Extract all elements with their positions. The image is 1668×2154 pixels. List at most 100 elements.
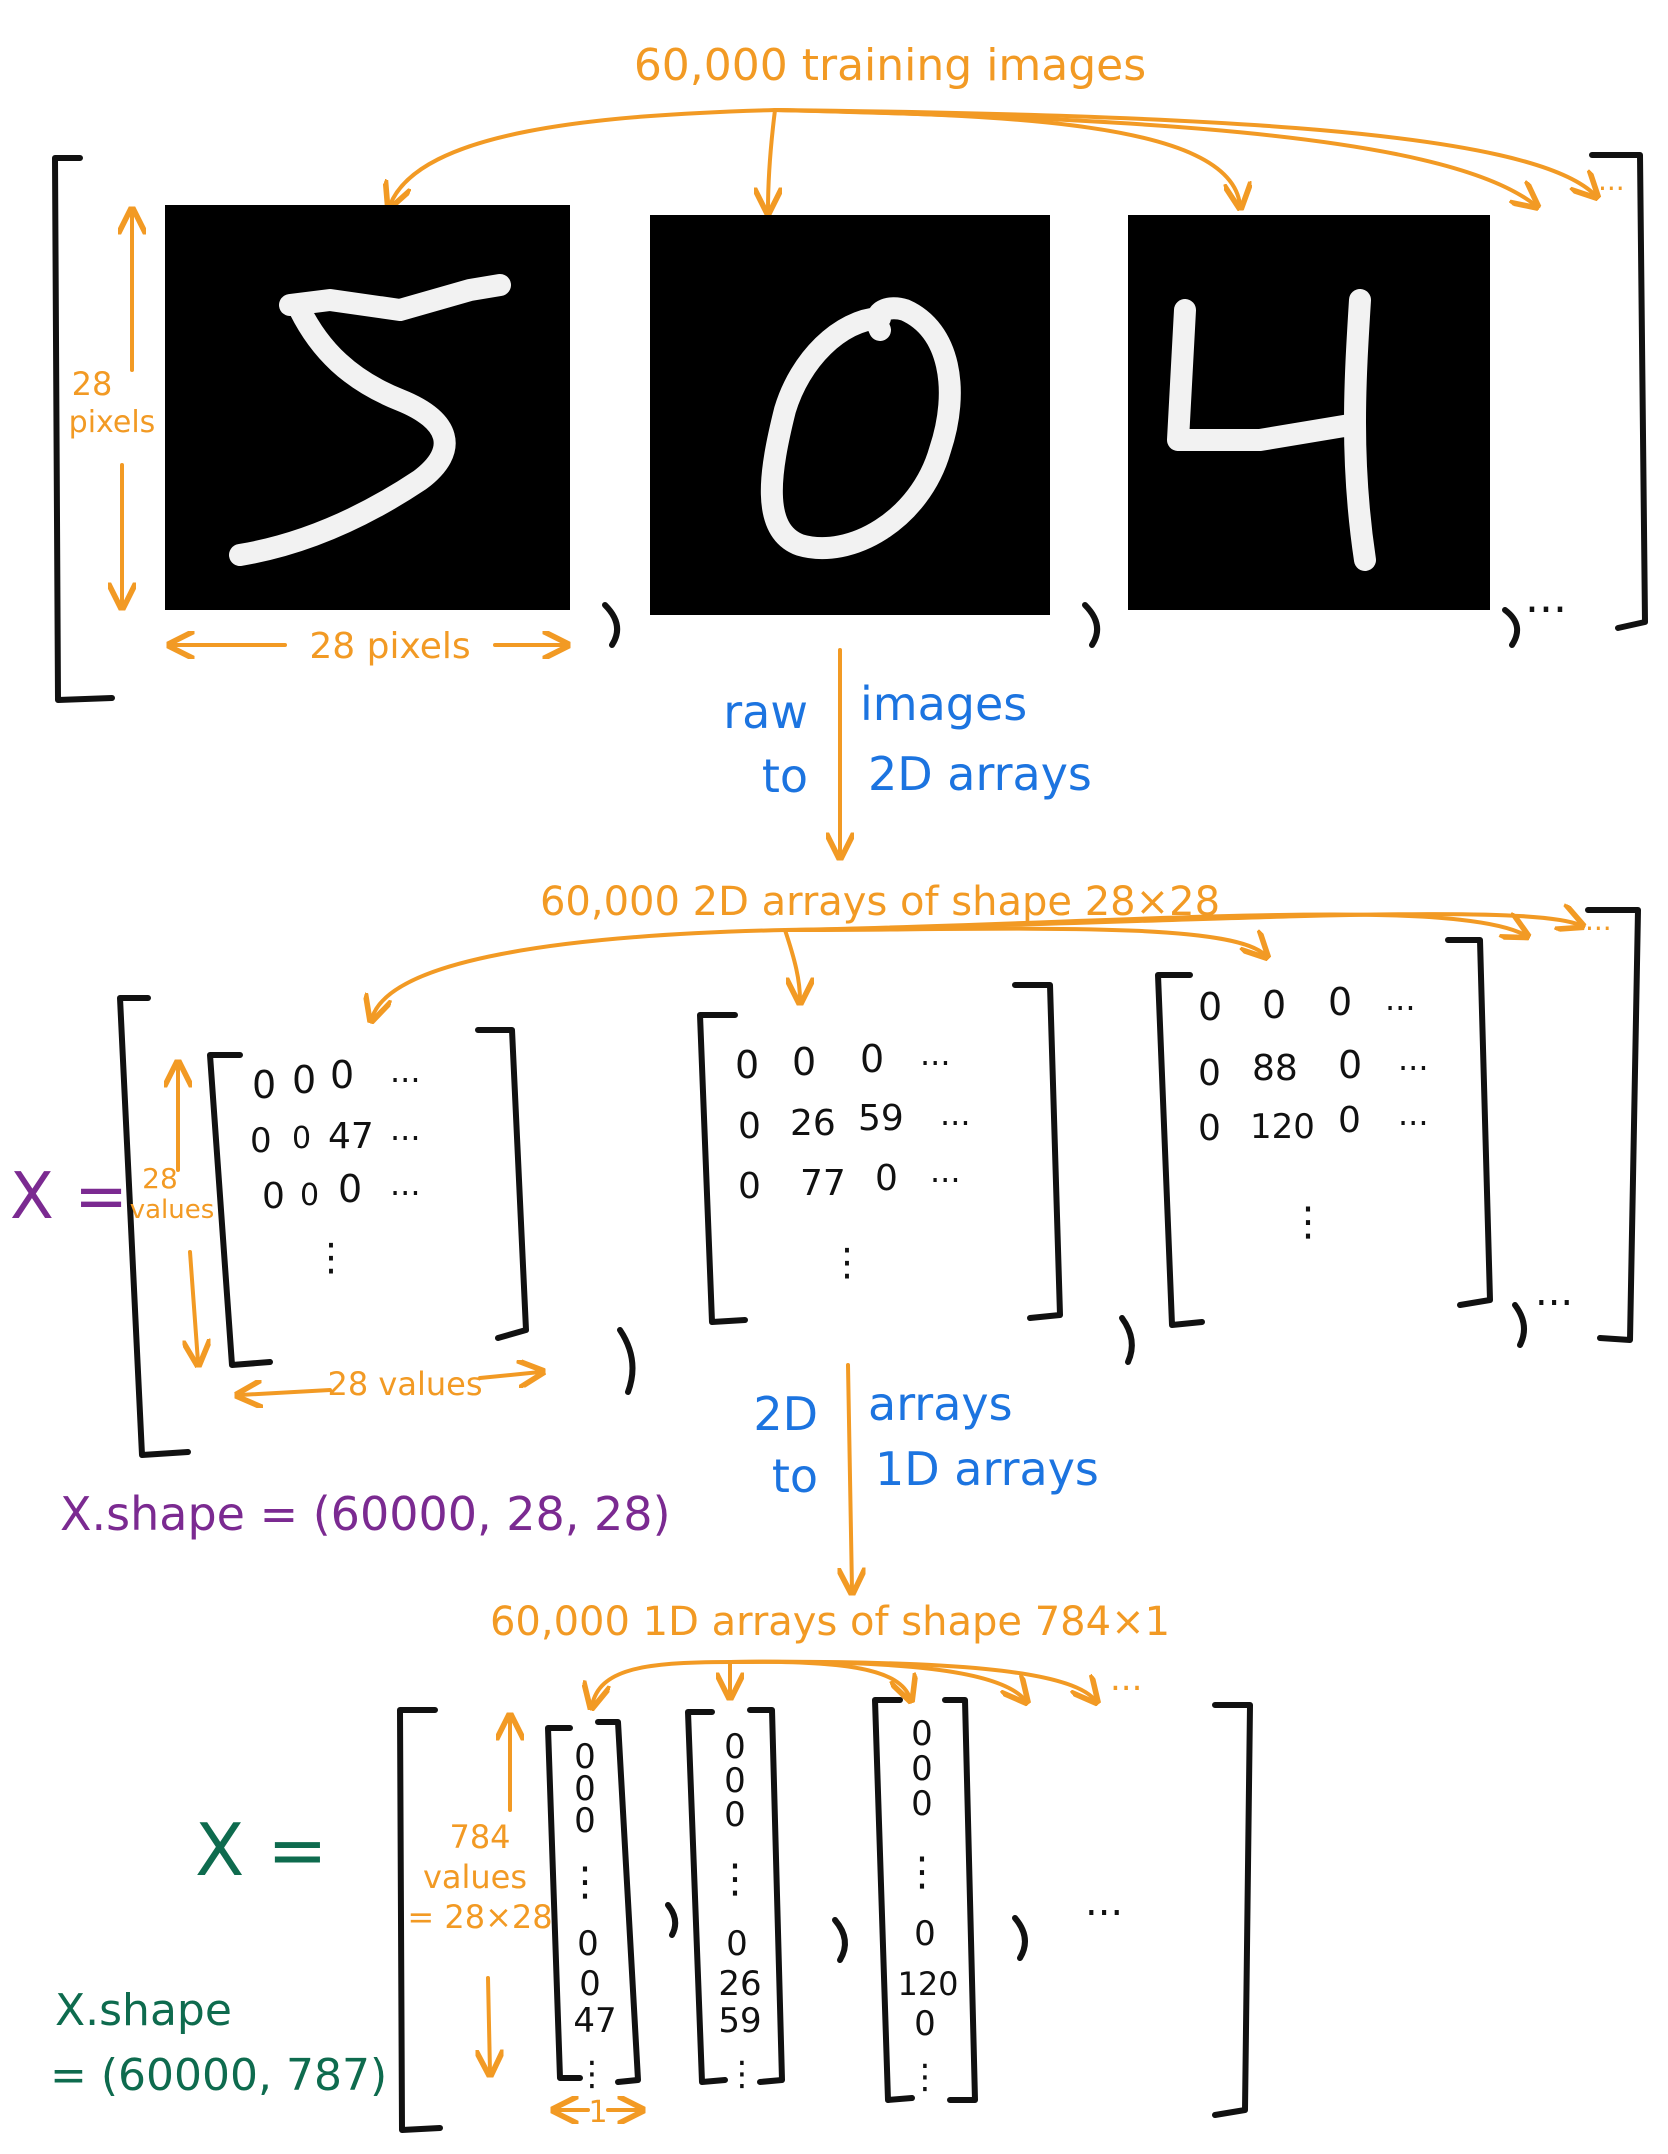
matrix1-r1c2: 47 bbox=[328, 1116, 374, 1157]
matrix2-r0c1: 0 bbox=[792, 1040, 816, 1084]
section2-height-label-2: values bbox=[130, 1195, 215, 1225]
section3-ellipsis-end: ... bbox=[1085, 1879, 1123, 1925]
section3-height-label-2: values bbox=[423, 1858, 527, 1896]
matrix1-r0c3: ... bbox=[390, 1052, 421, 1090]
matrix2-r1c2: 59 bbox=[858, 1098, 904, 1139]
step2-line2-right: 1D arrays bbox=[875, 1442, 1099, 1496]
section2-right-bracket bbox=[1585, 907, 1641, 1343]
section3-width-dimension: 1 bbox=[556, 2095, 640, 2130]
matrix3-r1c3: ... bbox=[1398, 1040, 1429, 1078]
section3-fanout-arrows bbox=[592, 1659, 1095, 1705]
vec1-7: ⋮ bbox=[575, 2054, 609, 2094]
section3-right-bracket bbox=[1212, 1702, 1253, 2118]
matrix2-r0c3: ... bbox=[920, 1035, 951, 1073]
section2-shape: X.shape = (60000, 28, 28) bbox=[60, 1487, 671, 1541]
matrix1-r0c0: 0 bbox=[252, 1063, 276, 1107]
matrix1-r2c2: 0 bbox=[338, 1167, 362, 1211]
matrix1-r2c0: 0 bbox=[262, 1176, 285, 1217]
vec2-4: 0 bbox=[726, 1924, 748, 1964]
vec2-1: 0 bbox=[724, 1761, 746, 1801]
matrix2-r2c0: 0 bbox=[738, 1166, 761, 1207]
section1-height-label-1: 28 bbox=[72, 365, 113, 403]
vec1-0: 0 bbox=[574, 1737, 596, 1777]
matrix1-r0c2: 0 bbox=[330, 1053, 354, 1097]
matrix2-r0c0: 0 bbox=[735, 1043, 759, 1087]
step1-line1-left: raw bbox=[723, 685, 808, 739]
section3-shape-2: = (60000, 787) bbox=[50, 2050, 387, 2101]
section2-height-label-1: 28 bbox=[142, 1162, 178, 1195]
vec3-3: ⋮ bbox=[902, 1849, 942, 1895]
matrix2-r2c3: ... bbox=[930, 1152, 961, 1190]
step1-line2-right: 2D arrays bbox=[868, 747, 1092, 801]
matrix3-r1c0: 0 bbox=[1198, 1053, 1221, 1094]
matrix2-r1c0: 0 bbox=[738, 1106, 761, 1147]
vector-1: 0 0 0 ⋮ 0 0 47 ⋮ bbox=[545, 1719, 641, 2094]
section2-width-label: 28 values bbox=[328, 1365, 483, 1403]
vec2-0: 0 bbox=[724, 1727, 746, 1767]
step-2d-to-1d: 2D arrays to 1D arrays bbox=[753, 1363, 1099, 1590]
section2-comma-1 bbox=[617, 1327, 636, 1395]
vec2-3: ⋮ bbox=[715, 1856, 755, 1902]
section2-x-eq: X = bbox=[10, 1160, 128, 1234]
step2-line2-left: to bbox=[772, 1449, 818, 1503]
step1-line1-right: images bbox=[860, 677, 1027, 731]
section3-title: 60,000 1D arrays of shape 784×1 bbox=[490, 1599, 1170, 1645]
matrix3-r0c2: 0 bbox=[1328, 980, 1352, 1024]
section1-left-bracket bbox=[52, 155, 115, 703]
vec3-6: 0 bbox=[914, 2004, 936, 2044]
section3-ellipsis-top: ... bbox=[1110, 1659, 1142, 1699]
section2-comma-3 bbox=[1512, 1302, 1527, 1348]
section2-comma-2 bbox=[1119, 1315, 1135, 1365]
vec3-4: 0 bbox=[914, 1914, 936, 1954]
section2-ellipsis-end: ... bbox=[1535, 1269, 1573, 1315]
section2-left-bracket bbox=[117, 995, 191, 1458]
section1-height-label-2: pixels bbox=[69, 405, 156, 440]
section1-height-dimension: 28 pixels bbox=[69, 212, 156, 605]
matrix1-r1c1: 0 bbox=[292, 1121, 311, 1156]
mnist-image-0 bbox=[650, 215, 1050, 615]
vec1-3: ⋮ bbox=[565, 1859, 605, 1905]
section-raw-images: 60,000 training images bbox=[52, 40, 1648, 703]
section3-comma-2 bbox=[832, 1917, 848, 1963]
matrix3-r2c3: ... bbox=[1398, 1095, 1429, 1133]
vec3-1: 0 bbox=[911, 1749, 933, 1789]
mnist-image-4 bbox=[1128, 215, 1490, 610]
matrix3-r2c0: 0 bbox=[1198, 1108, 1221, 1149]
matrix2-r1c3: ... bbox=[940, 1095, 971, 1133]
matrix2-r2c2: 0 bbox=[875, 1158, 898, 1199]
matrix3-vdots: ⋮ bbox=[1288, 1199, 1328, 1245]
section-2d-arrays: 60,000 2D arrays of shape 28×28 ... X = … bbox=[10, 879, 1641, 1541]
matrix1-r0c1: 0 bbox=[292, 1058, 316, 1102]
matrix3-r2c1: 120 bbox=[1250, 1107, 1315, 1147]
section-1d-arrays: 60,000 1D arrays of shape 784×1 ... X = … bbox=[50, 1599, 1253, 2133]
matrix3-r0c3: ... bbox=[1385, 980, 1416, 1018]
section1-width-dimension: 28 pixels bbox=[172, 626, 565, 667]
vec1-2: 0 bbox=[574, 1801, 596, 1841]
section3-left-bracket bbox=[397, 1707, 443, 2133]
step2-line1-left: 2D bbox=[753, 1387, 818, 1441]
section1-title: 60,000 training images bbox=[634, 40, 1146, 91]
matrix1-vdots: ⋮ bbox=[312, 1235, 350, 1279]
vec3-0: 0 bbox=[911, 1714, 933, 1754]
matrix2-r0c2: 0 bbox=[860, 1037, 884, 1081]
vec3-2: 0 bbox=[911, 1784, 933, 1824]
section3-x-eq: X = bbox=[195, 1808, 328, 1892]
section1-comma-3 bbox=[1502, 607, 1521, 648]
section3-height-label-3: = 28×28 bbox=[407, 1898, 552, 1936]
step2-line1-right: arrays bbox=[868, 1377, 1013, 1431]
section1-ellipsis-top: ... bbox=[1598, 164, 1625, 197]
section3-height-label-1: 784 bbox=[449, 1818, 510, 1856]
matrix3-r1c1: 88 bbox=[1252, 1048, 1298, 1089]
section3-shape-1: X.shape bbox=[55, 1985, 232, 2036]
section3-comma-1 bbox=[665, 1902, 679, 1938]
matrix-2: 0 0 0 ... 0 26 59 ... 0 77 0 ... ⋮ bbox=[697, 982, 1063, 1325]
section3-height-dimension: 784 values = 28×28 bbox=[407, 1718, 553, 2072]
vec1-6: 47 bbox=[573, 2001, 616, 2041]
section2-title: 60,000 2D arrays of shape 28×28 bbox=[540, 879, 1220, 925]
vec1-4: 0 bbox=[577, 1924, 599, 1964]
matrix3-r2c2: 0 bbox=[1338, 1100, 1361, 1141]
matrix2-r2c1: 77 bbox=[800, 1163, 846, 1204]
section1-comma-2 bbox=[1082, 602, 1101, 648]
matrix2-vdots: ⋮ bbox=[828, 1240, 866, 1284]
